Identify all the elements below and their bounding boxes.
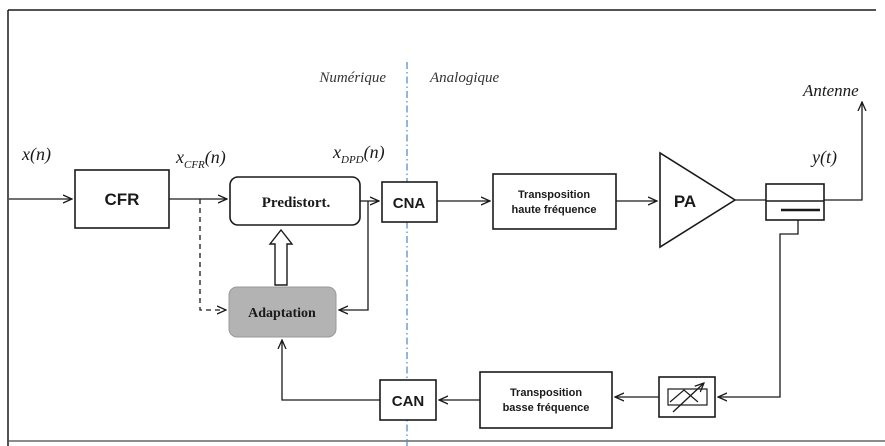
cna-block: CNA (381, 181, 438, 223)
frame (7, 9, 885, 446)
upconversion-block: Transposition haute fréquence (492, 173, 617, 230)
label-numerique: Numérique (318, 70, 386, 86)
downconversion-block: Transposition basse fréquence (479, 371, 613, 429)
update-arrow (268, 228, 294, 286)
upconversion-label-1: Transposition (518, 189, 590, 201)
signal-xdpd: xDPD(n) (332, 142, 385, 166)
downconversion-label-1: Transposition (510, 387, 582, 399)
can-label: CAN (392, 393, 425, 410)
can-block: CAN (379, 379, 437, 421)
signal-y-t: y(t) (810, 147, 837, 168)
adaptation-block: Adaptation (228, 286, 337, 338)
cna-label: CNA (393, 195, 426, 212)
signal-wires (9, 102, 862, 400)
attenuator-icon (658, 376, 716, 418)
predistortion-block: Predistort. (229, 176, 361, 226)
power-amplifier: PA (659, 151, 737, 249)
coupler-icon (765, 183, 825, 221)
adaptation-label: Adaptation (248, 306, 316, 321)
cfr-block: CFR (74, 169, 170, 229)
antenna-label: Antenne (802, 81, 859, 100)
pa-label: PA (674, 192, 696, 211)
downconversion-label-2: basse fréquence (503, 402, 590, 414)
label-analogique: Analogique (429, 70, 499, 86)
signal-xcfr: xCFR(n) (175, 147, 226, 171)
upconversion-label-2: haute fréquence (512, 204, 597, 216)
predistortion-label: Predistort. (262, 195, 331, 211)
signal-x-n: x(n) (21, 144, 51, 165)
cfr-label: CFR (105, 190, 140, 209)
